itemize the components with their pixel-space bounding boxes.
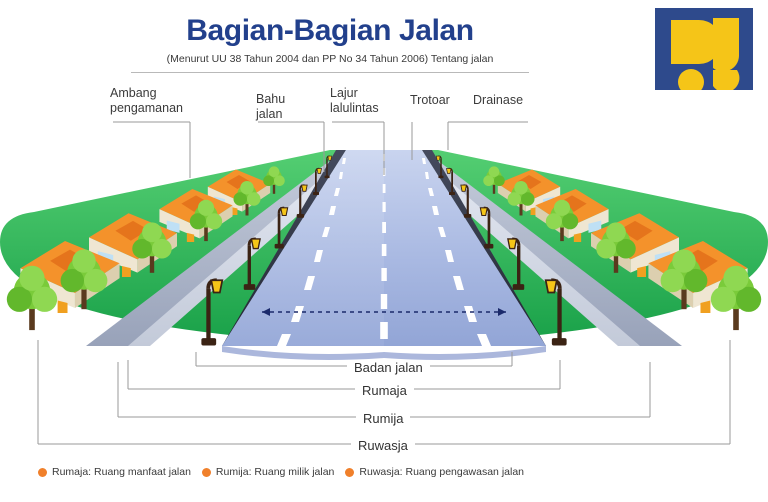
drainage-right	[414, 150, 682, 346]
bracket-label-badan-jalan: Badan jalan	[347, 360, 430, 375]
organization-logo	[655, 8, 753, 90]
bracket-label-rumaja: Rumaja	[355, 383, 414, 398]
road-cross-section-illustration	[0, 120, 768, 365]
shoulder-markings-left	[277, 158, 346, 346]
callout-label-lajur-lalulintas: Lajur lalulintas	[330, 86, 379, 115]
legend-item-ruwasja: Ruwasja: Ruang pengawasan jalan	[345, 466, 524, 478]
legend-item-rumija: Rumija: Ruang milik jalan	[201, 466, 335, 478]
legend-item-rumaja: Rumaja: Ruang manfaat jalan	[38, 466, 191, 478]
callout-label-drainase: Drainase	[473, 93, 524, 107]
callout-label-trotoar: Trotoar	[410, 93, 450, 107]
legend-item-label: Ruwasja: Ruang pengawasan jalan	[359, 466, 525, 478]
callout-label-bahu-jalan: Bahu jalan	[256, 92, 286, 121]
page-subtitle: (Menurut UU 38 Tahun 2004 dan PP No 34 T…	[166, 53, 494, 65]
legend-item-label: Rumaja: Ruang manfaat jalan	[52, 466, 191, 478]
road-bottom-edge	[222, 346, 546, 360]
page-title: Bagian-Bagian Jalan	[186, 14, 474, 47]
title-divider	[131, 72, 529, 73]
width-measure-line	[262, 308, 506, 316]
drainage-left	[86, 150, 354, 346]
bracket-label-rumija: Rumija	[356, 411, 411, 426]
bullet-icon	[201, 467, 211, 477]
road-lane-left	[222, 150, 384, 346]
legend-item-label: Rumija: Ruang milik jalan	[215, 466, 335, 478]
legend: Rumaja: Ruang manfaat jalan Rumija: Ruan…	[38, 466, 524, 478]
bullet-icon	[345, 467, 355, 477]
bullet-icon	[38, 467, 47, 477]
bracket-label-ruwasja: Ruwasja	[351, 438, 415, 453]
callout-label-ambang-pengamanan: Ambang pengamanan	[110, 86, 183, 115]
